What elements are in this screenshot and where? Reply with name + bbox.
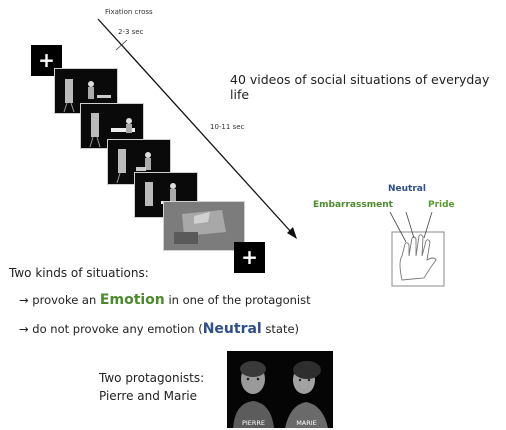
protagonists-line1: Two protagonists: bbox=[99, 371, 205, 385]
situation-emotion-line: → provoke an Emotion in one of the prota… bbox=[19, 292, 311, 308]
face-icon bbox=[285, 361, 328, 428]
situations-title: Two kinds of situations: bbox=[9, 266, 149, 280]
situation-emotion-post: in one of the protagonist bbox=[168, 293, 311, 307]
hand-rating-icon bbox=[389, 212, 445, 287]
situation-neutral-pre: do not provoke any emotion ( bbox=[32, 322, 203, 336]
arrow-glyph: → bbox=[19, 293, 29, 307]
video-frame-5 bbox=[163, 201, 245, 251]
video-duration-label: 10-11 sec bbox=[210, 123, 245, 131]
face-icon bbox=[233, 361, 274, 428]
rating-label-neutral: Neutral bbox=[388, 184, 426, 194]
situation-neutral-line: → do not provoke any emotion (Neutral st… bbox=[19, 321, 299, 337]
arrow-glyph: → bbox=[19, 322, 29, 336]
situation-neutral-post: state) bbox=[265, 322, 300, 336]
situation-emotion-pre: provoke an bbox=[32, 293, 97, 307]
rating-label-pride: Pride bbox=[428, 200, 455, 210]
fixation-cross-end: + bbox=[234, 242, 265, 273]
emotion-emphasis: Emotion bbox=[99, 292, 165, 308]
caption-marie: MARIE bbox=[296, 419, 317, 427]
caption-pierre: PIERRE bbox=[241, 419, 266, 427]
portrait-marie: MARIE bbox=[280, 351, 333, 428]
fixation-cross-label: Fixation cross bbox=[105, 8, 153, 16]
protagonists-line2: Pierre and Marie bbox=[99, 389, 198, 403]
fixation-duration-label: 2-3 sec bbox=[118, 28, 144, 36]
videos-headline: 40 videos of social situations of everyd… bbox=[230, 72, 490, 102]
portrait-pierre: PIERRE bbox=[227, 351, 280, 428]
neutral-emphasis: Neutral bbox=[202, 321, 262, 337]
rating-label-embarrassment: Embarrassment bbox=[313, 200, 393, 210]
